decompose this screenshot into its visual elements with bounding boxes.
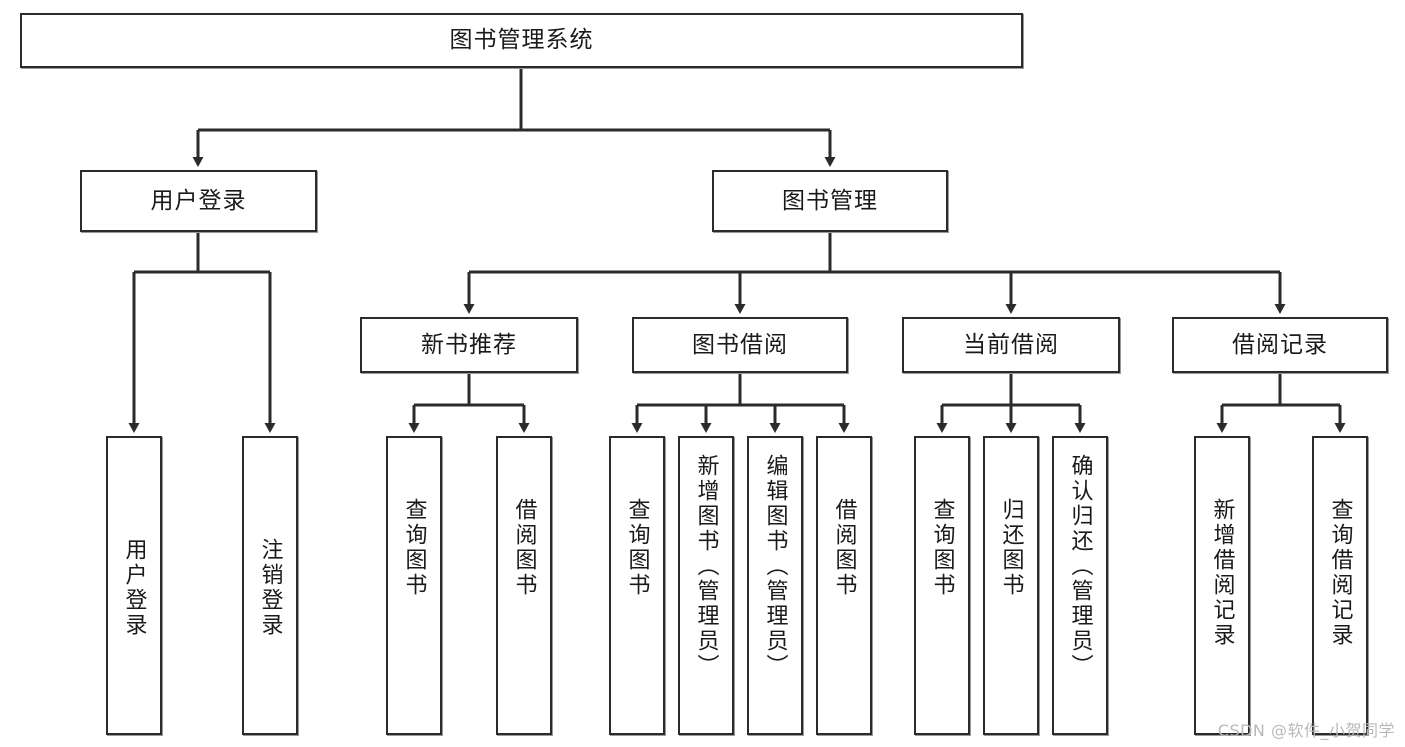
node-label: 新增借阅记录 [1209,498,1235,648]
leaf-query-book-borrow[interactable]: 查询图书 [609,436,665,735]
leaf-user-login[interactable]: 用户登录 [106,436,162,735]
node-book-management[interactable]: 图书管理 [712,170,948,232]
node-label: 用户登录 [121,538,147,638]
leaf-logout[interactable]: 注销登录 [242,436,298,735]
leaf-add-borrow-record[interactable]: 新增借阅记录 [1194,436,1250,735]
node-book-borrow[interactable]: 图书借阅 [632,317,848,373]
leaf-confirm-return-admin[interactable]: 确认归还（管理员） [1052,436,1108,735]
node-label: 用户登录 [150,187,247,214]
leaf-edit-book-admin[interactable]: 编辑图书（管理员） [747,436,803,735]
node-label: 新增图书（管理员） [693,454,719,679]
node-borrow-record[interactable]: 借阅记录 [1172,317,1388,373]
node-current-borrow[interactable]: 当前借阅 [902,317,1120,373]
node-label: 查询借阅记录 [1327,498,1353,648]
node-label: 借阅图书 [831,498,857,598]
node-label: 注销登录 [257,538,283,638]
node-label: 编辑图书（管理员） [762,454,788,679]
node-label: 借阅图书 [511,498,537,598]
node-label: 查询图书 [624,498,650,598]
node-label: 图书借阅 [692,331,788,358]
leaf-borrow-book-recommend[interactable]: 借阅图书 [496,436,552,735]
csdn-watermark: CSDN @软件_小贺同学 [1217,721,1395,740]
node-new-book-recommend[interactable]: 新书推荐 [360,317,578,373]
leaf-query-book-current[interactable]: 查询图书 [914,436,970,735]
node-label: 图书管理系统 [449,27,594,54]
node-label: 新书推荐 [421,331,517,358]
node-label: 归还图书 [998,498,1024,598]
leaf-query-borrow-record[interactable]: 查询借阅记录 [1312,436,1368,735]
node-label: 当前借阅 [963,331,1059,358]
leaf-query-book-recommend[interactable]: 查询图书 [386,436,442,735]
leaf-borrow-book[interactable]: 借阅图书 [816,436,872,735]
node-label: 借阅记录 [1232,331,1328,358]
leaf-return-book[interactable]: 归还图书 [983,436,1039,735]
node-label: 确认归还（管理员） [1067,454,1093,679]
node-label: 查询图书 [401,498,427,598]
node-label: 图书管理 [782,187,878,214]
node-label: 查询图书 [929,498,955,598]
node-root-system[interactable]: 图书管理系统 [20,13,1023,68]
node-user-login[interactable]: 用户登录 [80,170,317,232]
leaf-add-book-admin[interactable]: 新增图书（管理员） [678,436,734,735]
